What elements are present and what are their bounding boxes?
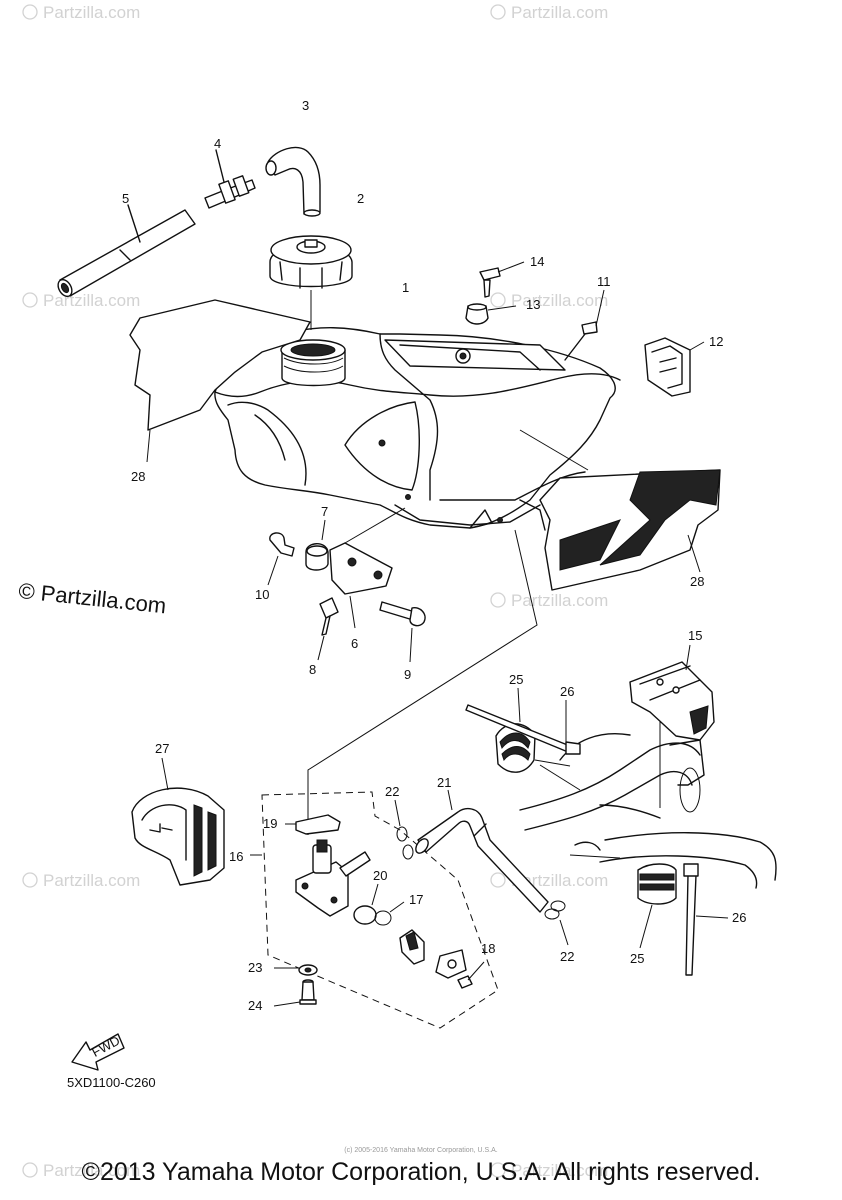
callout-10: 10 <box>255 587 269 602</box>
plate-19 <box>285 814 341 835</box>
breather-hose-straight <box>57 204 196 298</box>
fuel-hose-21 <box>415 789 549 913</box>
callout-21: 21 <box>437 775 451 790</box>
bolt-24 <box>273 979 317 1007</box>
callout-26-upper: 26 <box>560 684 574 699</box>
watermark: Partzilla.com <box>490 1161 608 1180</box>
callout-17: 17 <box>409 892 423 907</box>
svg-text:Partzilla.com: Partzilla.com <box>511 1161 608 1180</box>
hose-clip-22-lower <box>544 900 569 946</box>
watermark: Partzilla.com <box>22 871 140 890</box>
svg-text:Partzilla.com: Partzilla.com <box>511 871 608 890</box>
callout-13: 13 <box>526 297 540 312</box>
bolt-9 <box>379 601 426 663</box>
callout-4: 4 <box>214 136 221 151</box>
clip-12 <box>644 337 705 397</box>
watermark: Partzilla.com <box>490 871 608 890</box>
breather-hose-bent <box>265 146 321 217</box>
lever-knob <box>399 929 425 965</box>
filter-cup-20 <box>353 883 379 925</box>
callout-22-upper: 22 <box>385 784 399 799</box>
filler-neck <box>280 339 346 387</box>
side-cover-left <box>129 299 311 463</box>
svg-text:Partzilla.com: Partzilla.com <box>511 291 608 310</box>
svg-text:Partzilla.com: Partzilla.com <box>43 1161 140 1180</box>
o-ring-17 <box>374 901 405 926</box>
callout-25-upper: 25 <box>509 672 523 687</box>
callout-28-left: 28 <box>131 469 145 484</box>
callout-3: 3 <box>302 98 309 113</box>
damper-13 <box>465 303 517 325</box>
callout-24: 24 <box>248 998 262 1013</box>
callout-9: 9 <box>404 667 411 682</box>
small-credit: (c) 2005-2016 Yamaha Motor Corporation, … <box>344 1147 498 1154</box>
callout-12: 12 <box>709 334 723 349</box>
bolt-14 <box>479 261 525 298</box>
watermark: Partzilla.com <box>22 291 140 310</box>
callout-27: 27 <box>155 741 169 756</box>
watermark: Partzilla.com <box>22 3 140 22</box>
watermark: Partzilla.com <box>22 1161 140 1180</box>
callout-labels: 1 2 3 4 5 6 7 8 9 10 11 12 13 14 15 16 1… <box>122 98 746 1013</box>
fuel-cock-group-frame <box>250 791 499 1029</box>
callout-11: 11 <box>597 274 611 289</box>
watermarks: Partzilla.com Partzilla.com Partzilla.co… <box>22 3 608 1180</box>
callout-16: 16 <box>229 849 243 864</box>
callout-8: 8 <box>309 662 316 677</box>
callout-15: 15 <box>688 628 702 643</box>
frame <box>519 700 777 889</box>
cock-plate-18 <box>435 949 485 989</box>
svg-text:Partzilla.com: Partzilla.com <box>511 3 608 22</box>
forward-arrow: FWD <box>71 1033 125 1071</box>
callout-22-lower: 22 <box>560 949 574 964</box>
diagram-code: 5XD1100-C260 <box>67 1075 156 1090</box>
callout-20: 20 <box>373 868 387 883</box>
callout-14: 14 <box>530 254 544 269</box>
cable-tie-26-lower <box>683 863 729 976</box>
fuel-cock <box>295 839 371 917</box>
mount-bracket-6 <box>329 507 406 629</box>
screw-11 <box>564 289 605 361</box>
callout-28-right: 28 <box>690 574 704 589</box>
watermark: Partzilla.com <box>490 591 608 610</box>
svg-text:Partzilla.com: Partzilla.com <box>43 291 140 310</box>
svg-text:Partzilla.com: Partzilla.com <box>43 3 140 22</box>
side-cover-right <box>519 429 721 591</box>
callout-18: 18 <box>481 941 495 956</box>
band-25-lower <box>637 863 677 949</box>
callout-26-lower: 26 <box>732 910 746 925</box>
svg-text:Partzilla.com: Partzilla.com <box>43 871 140 890</box>
band-25-upper <box>495 687 571 773</box>
washer-23 <box>274 964 318 976</box>
svg-text:Partzilla.com: Partzilla.com <box>511 591 608 610</box>
callout-5: 5 <box>122 191 129 206</box>
watermark: Partzilla.com <box>490 3 608 22</box>
screw-8 <box>317 597 339 661</box>
cable-tie-26-upper <box>465 700 581 755</box>
callout-7: 7 <box>321 504 328 519</box>
fuel-cap <box>269 235 353 330</box>
bolt-10 <box>267 532 295 586</box>
callout-19: 19 <box>263 816 277 831</box>
callout-6: 6 <box>351 636 358 651</box>
damper-7 <box>305 519 329 571</box>
callout-23: 23 <box>248 960 262 975</box>
hose-joint <box>204 149 256 209</box>
callout-25-lower: 25 <box>630 951 644 966</box>
callout-1: 1 <box>402 280 409 295</box>
callout-2: 2 <box>357 191 364 206</box>
copyright-notice: ©2013 Yamaha Motor Corporation, U.S.A. A… <box>81 1158 761 1186</box>
hose-clip-22-upper <box>394 799 414 860</box>
fuel-cock-leader <box>307 529 538 835</box>
watermark: Partzilla.com <box>490 291 608 310</box>
guard-27 <box>131 757 225 886</box>
tank-protector-15 <box>629 644 715 741</box>
